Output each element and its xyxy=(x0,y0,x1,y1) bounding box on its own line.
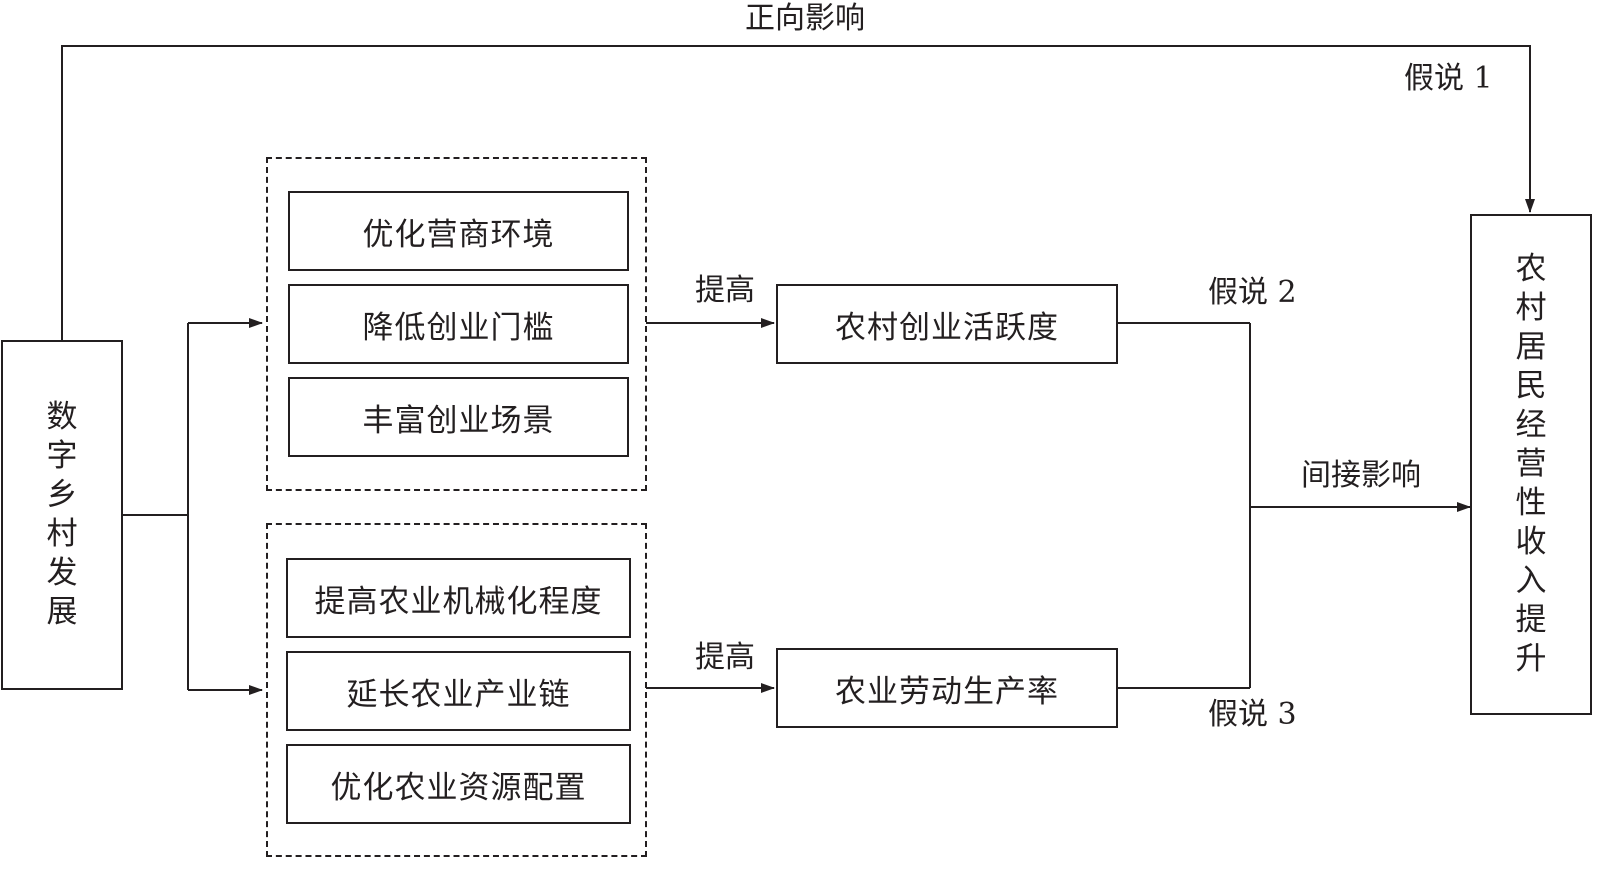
improve-lower-label: 提高 xyxy=(695,640,755,675)
hypothesis-1-label: 假说 1 xyxy=(1404,61,1493,96)
improve-upper-label: 提高 xyxy=(695,273,755,308)
lower-item-1: 提高农业机械化程度 xyxy=(286,558,631,638)
direct-effect-arrow xyxy=(61,45,1535,340)
mediator-lower-box: 农业劳动生产率 xyxy=(776,648,1118,728)
upper-item-1: 优化营商环境 xyxy=(288,191,629,271)
hypothesis-3-label: 假说 3 xyxy=(1208,697,1297,732)
hypothesis-2-label: 假说 2 xyxy=(1208,275,1297,310)
target-box: 农村居民经营性收入提升 xyxy=(1470,214,1592,715)
direct-effect-label: 正向影响 xyxy=(745,1,865,36)
source-label: 数字乡村发展 xyxy=(46,399,78,630)
indirect-effect-label: 间接影响 xyxy=(1301,458,1421,493)
source-box: 数字乡村发展 xyxy=(1,340,123,690)
lower-item-2: 延长农业产业链 xyxy=(286,651,631,731)
upper-mechanism-group xyxy=(266,157,647,491)
lower-mechanism-group xyxy=(266,523,647,857)
target-label: 农村居民经营性收入提升 xyxy=(1515,251,1547,677)
mediator-upper-box: 农村创业活跃度 xyxy=(776,284,1118,364)
lower-item-3: 优化农业资源配置 xyxy=(286,744,631,824)
upper-item-2: 降低创业门槛 xyxy=(288,284,629,364)
upper-item-3: 丰富创业场景 xyxy=(288,377,629,457)
